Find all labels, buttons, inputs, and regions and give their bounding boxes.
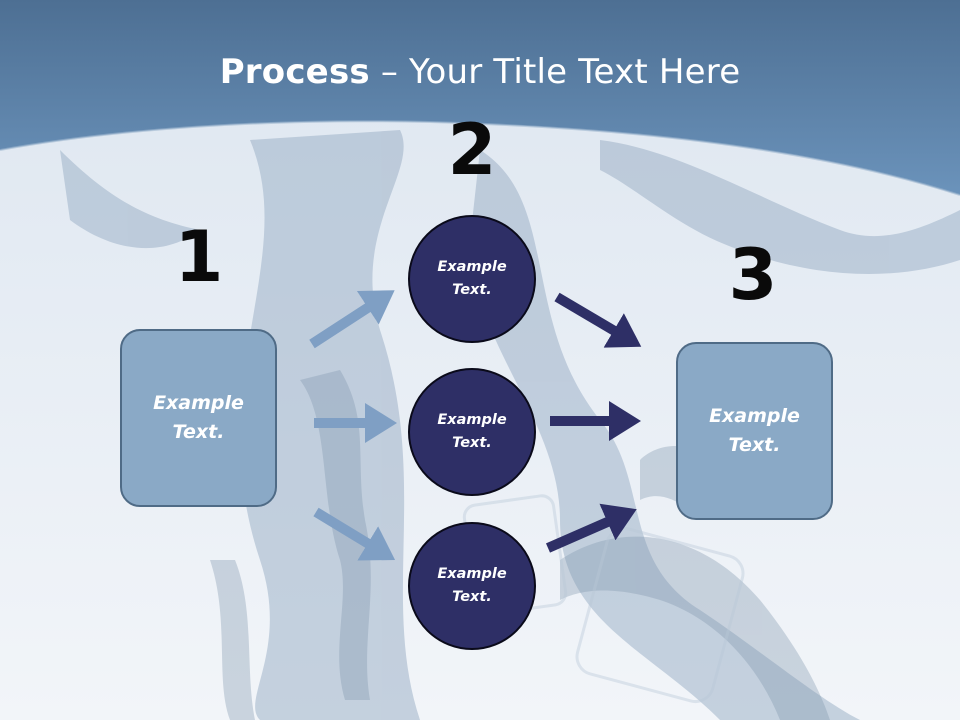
right-box-line2: Text.	[728, 434, 781, 456]
circle-top-line2: Text.	[452, 282, 492, 298]
right-box-line1: Example	[709, 405, 800, 427]
step-number-2: 2	[447, 109, 497, 191]
circle-bottom-line2: Text.	[452, 589, 492, 605]
arrow-left-to-bottom	[313, 507, 396, 561]
left-box-line1: Example	[153, 392, 244, 414]
circle-bottom: Example Text.	[408, 522, 536, 650]
left-box-line2: Text.	[172, 421, 225, 443]
circle-bottom-line1: Example	[437, 566, 507, 582]
arrow-bottom-to-right	[545, 503, 637, 553]
right-box: Example Text.	[676, 342, 833, 520]
title-bold: Process	[219, 52, 370, 92]
left-box: Example Text.	[120, 329, 277, 507]
step-number-1: 1	[174, 216, 224, 298]
circle-middle: Example Text.	[408, 368, 536, 496]
step-number-3: 3	[728, 234, 778, 316]
arrow-top-to-right	[554, 292, 642, 348]
title-rest: – Your Title Text Here	[369, 52, 741, 92]
circle-middle-line1: Example	[437, 412, 507, 428]
circle-top: Example Text.	[408, 215, 536, 343]
circle-top-line1: Example	[437, 259, 507, 275]
circle-middle-line2: Text.	[452, 435, 492, 451]
slide-title: Process – Your Title Text Here	[0, 52, 960, 92]
arrow-left-to-top	[309, 290, 395, 349]
